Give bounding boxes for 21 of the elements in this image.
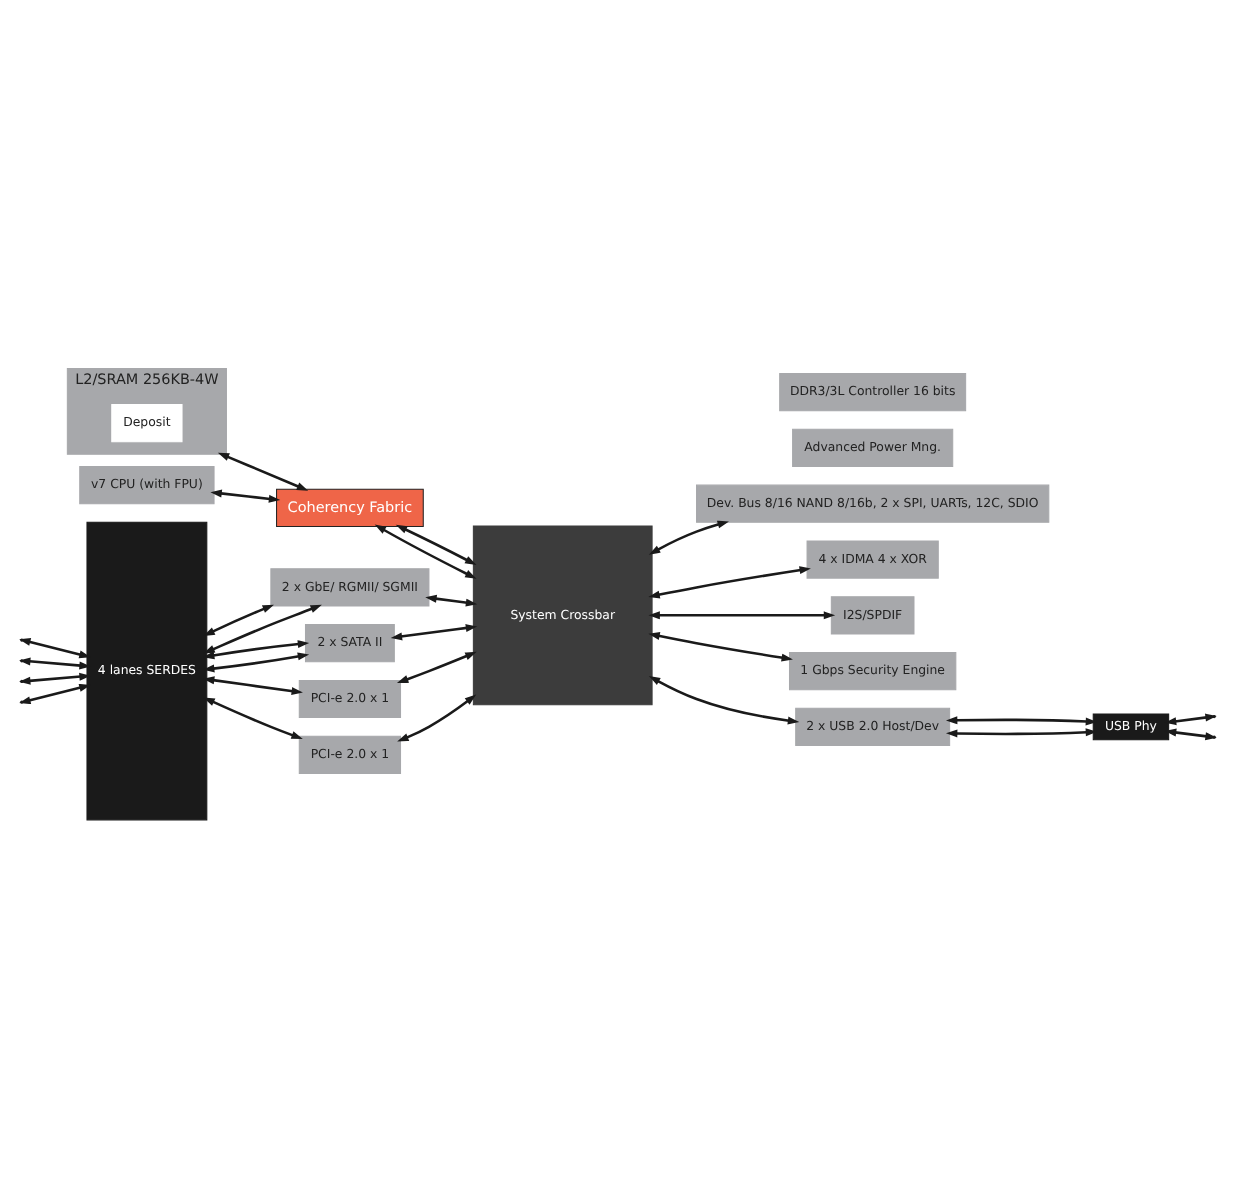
arrow — [425, 593, 478, 606]
arrow — [648, 674, 800, 724]
arrow — [946, 715, 1098, 725]
arrow — [946, 727, 1098, 737]
arrow — [395, 523, 477, 564]
arrow — [648, 631, 793, 661]
arrow — [374, 523, 477, 578]
arrow — [648, 519, 729, 554]
arrow — [396, 650, 477, 683]
arrow — [203, 696, 303, 739]
arrow — [648, 610, 836, 619]
arrow — [203, 603, 322, 653]
arrow — [203, 639, 310, 659]
arrow — [210, 488, 281, 502]
arrow — [390, 623, 478, 640]
arrow — [202, 651, 310, 672]
arrow — [203, 675, 303, 694]
arrow — [648, 565, 811, 598]
arrow — [203, 603, 274, 636]
arrow — [397, 693, 477, 741]
arrow — [217, 451, 309, 490]
